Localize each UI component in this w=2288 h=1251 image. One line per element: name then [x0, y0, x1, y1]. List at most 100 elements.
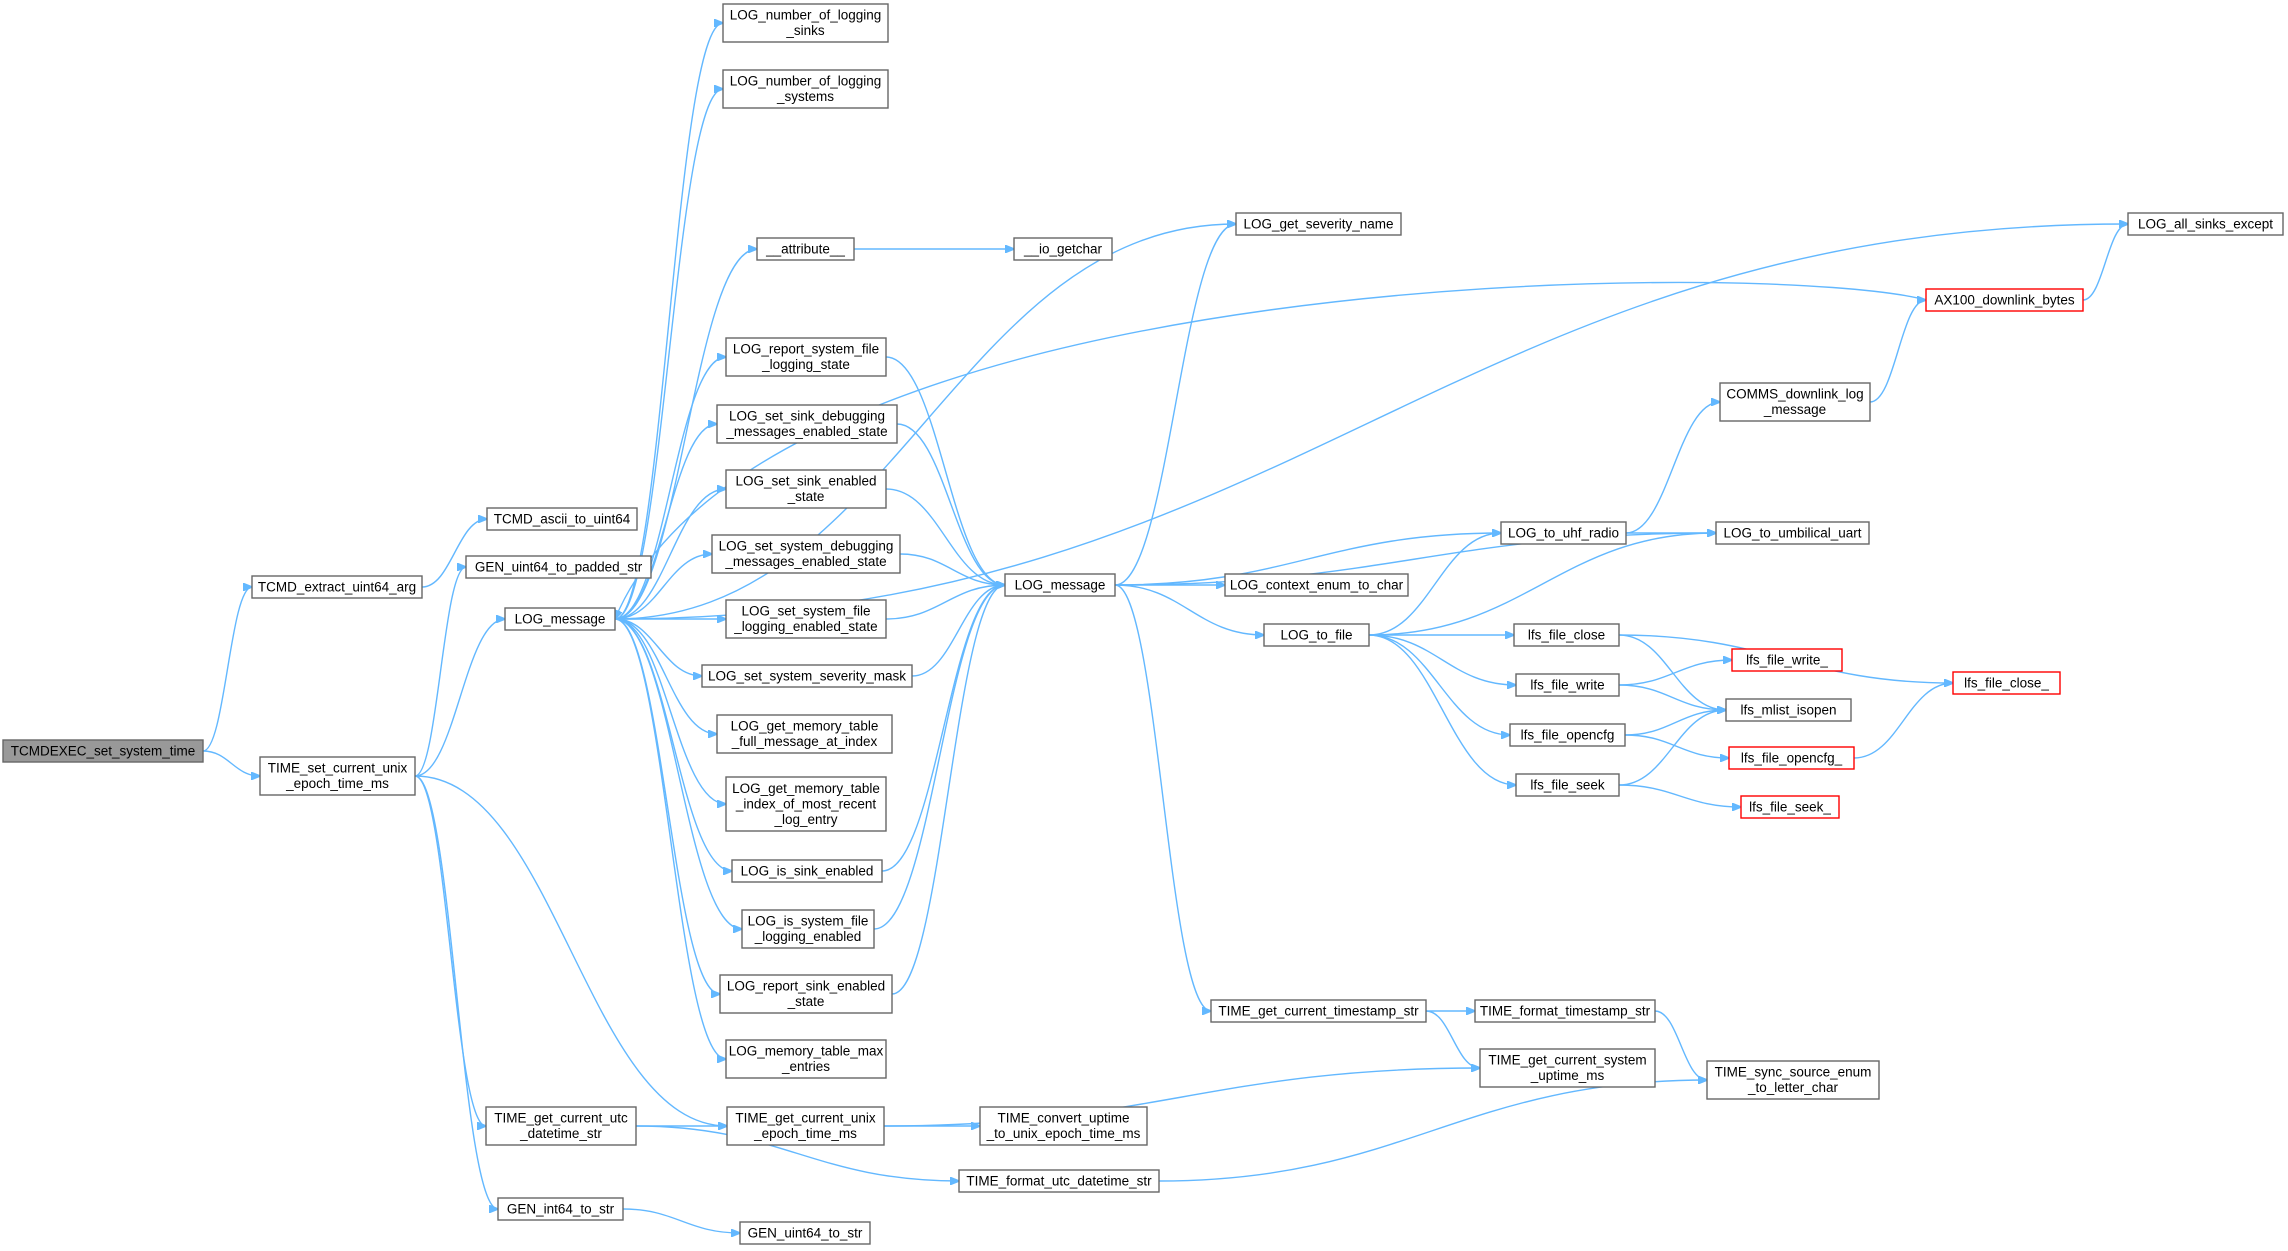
node-label: TIME_get_current_system: [1488, 1053, 1646, 1068]
edge-log_msg1-to-log_set_sev: [614, 618, 702, 676]
node-log-set-sys-file[interactable]: LOG_set_system_file_logging_enabled_stat…: [725, 599, 887, 639]
node-gen-int64[interactable]: GEN_int64_to_str: [497, 1197, 624, 1221]
node-label: _log_entry: [773, 812, 837, 827]
edge-log_msg2-to-time_ts_str: [1114, 584, 1211, 1011]
node-box: [725, 469, 887, 509]
node-log-report-sysfile[interactable]: LOG_report_system_file_logging_state: [725, 337, 887, 377]
node-label: TIME_get_current_utc: [494, 1111, 628, 1126]
node-lfs-close[interactable]: lfs_file_close: [1513, 623, 1620, 647]
edge-time_set-to-gen_int64: [414, 775, 498, 1209]
node-label: lfs_file_seek: [1530, 777, 1605, 792]
node-box: [731, 859, 883, 883]
node-label: _datetime_str: [519, 1126, 602, 1141]
node-label: lfs_file_opencfg_: [1741, 750, 1843, 765]
node-tcmd-ascii[interactable]: TCMD_ascii_to_uint64: [486, 507, 638, 531]
node-time-uptime[interactable]: TIME_get_current_system_uptime_ms: [1479, 1048, 1656, 1088]
node-label: _epoch_time_ms: [285, 776, 389, 791]
node-root[interactable]: TCMDEXEC_set_system_time: [2, 739, 204, 763]
node-box: [1210, 999, 1427, 1023]
node-label: _sinks: [785, 23, 825, 38]
node-box: [1263, 623, 1370, 647]
node-time-set[interactable]: TIME_set_current_unix_epoch_time_ms: [259, 756, 416, 796]
node-label: TIME_sync_source_enum: [1715, 1065, 1872, 1080]
node-log-num-systems[interactable]: LOG_number_of_logging_systems: [722, 69, 889, 109]
node-log-to-file[interactable]: LOG_to_file: [1263, 623, 1370, 647]
edge-log_msg1-to-log_set_sink_en: [614, 489, 726, 620]
node-lfs-close-[interactable]: lfs_file_close_: [1952, 671, 2061, 695]
node-box: [1479, 1048, 1656, 1088]
node-time-sync[interactable]: TIME_sync_source_enum_to_letter_char: [1706, 1060, 1880, 1100]
node-time-fmt-utc[interactable]: TIME_format_utc_datetime_str: [958, 1169, 1160, 1193]
node-label: _message: [1763, 402, 1826, 417]
node-label: __io_getchar: [1023, 241, 1103, 256]
node-tcmd-extract[interactable]: TCMD_extract_uint64_arg: [251, 575, 423, 599]
node-log-set-sev[interactable]: LOG_set_system_severity_mask: [701, 664, 913, 688]
node-log-ctx[interactable]: LOG_context_enum_to_char: [1224, 573, 1409, 597]
node-label: LOG_get_severity_name: [1243, 216, 1393, 231]
node-label: LOG_report_sink_enabled: [727, 979, 885, 994]
node-time-utc-str[interactable]: TIME_get_current_utc_datetime_str: [485, 1106, 637, 1146]
node-label: LOG_is_system_file: [748, 914, 869, 929]
node-box: [741, 909, 875, 949]
node-lfs-write-[interactable]: lfs_file_write_: [1731, 648, 1843, 672]
node-log-all-sinks[interactable]: LOG_all_sinks_except: [2127, 212, 2284, 236]
node-ax100[interactable]: AX100_downlink_bytes: [1925, 288, 2084, 312]
node-gen-padded[interactable]: GEN_uint64_to_padded_str: [465, 555, 652, 579]
node-log-mem-max[interactable]: LOG_memory_table_max_entries: [725, 1039, 887, 1079]
node-box: [1952, 671, 2061, 695]
edge-lfs_opencfg_-to-lfs_close_: [1853, 683, 1953, 759]
node-log-is-sysfile[interactable]: LOG_is_system_file_logging_enabled: [741, 909, 875, 949]
node-log-uhf[interactable]: LOG_to_uhf_radio: [1500, 521, 1627, 545]
node-lfs-mlist[interactable]: lfs_mlist_isopen: [1725, 698, 1852, 722]
edge-log_msg1-to-log_all_sinks: [614, 224, 2128, 620]
node-lfs-opencfg[interactable]: lfs_file_opencfg: [1509, 723, 1626, 747]
node-label: _logging_state: [761, 357, 850, 372]
edge-log_msg1-to-log_report_sysfile: [614, 357, 726, 620]
node-label: TIME_set_current_unix: [268, 761, 408, 776]
edge-log_to_file-to-lfs_opencfg: [1368, 634, 1510, 735]
node-io-getchar[interactable]: __io_getchar: [1013, 237, 1113, 261]
node-log-msg1[interactable]: LOG_message: [504, 607, 616, 631]
node-box: [716, 404, 898, 444]
edge-log_to_file-to-lfs_write: [1368, 634, 1516, 685]
node-log-report-sink[interactable]: LOG_report_sink_enabled_state: [719, 974, 893, 1014]
node-layer: TCMDEXEC_set_system_time TCMD_extract_uin…: [2, 3, 2284, 1245]
edge-log_msg1-to-log_mem_max: [614, 618, 726, 1059]
node-box: [722, 3, 889, 43]
node-log-set-sink-dbg[interactable]: LOG_set_sink_debugging_messages_enabled_…: [716, 404, 898, 444]
node-label: LOG_number_of_logging: [730, 8, 882, 23]
node-label: _full_message_at_index: [731, 734, 878, 749]
node-lfs-seek[interactable]: lfs_file_seek: [1515, 773, 1620, 797]
node-lfs-seek-[interactable]: lfs_file_seek_: [1740, 795, 1840, 819]
node-log-num-sinks[interactable]: LOG_number_of_logging_sinks: [722, 3, 889, 43]
node-log-mem-idx[interactable]: LOG_get_memory_table_index_of_most_recen…: [725, 776, 887, 832]
node-time-ts-str[interactable]: TIME_get_current_timestamp_str: [1210, 999, 1427, 1023]
node-log-msg2[interactable]: LOG_message: [1004, 573, 1116, 597]
node-log-set-sys-dbg[interactable]: LOG_set_system_debugging_messages_enable…: [711, 534, 901, 574]
node-log-mem-full[interactable]: LOG_get_memory_table_full_message_at_ind…: [716, 714, 893, 754]
node-log-set-sink-en[interactable]: LOG_set_sink_enabled_state: [725, 469, 887, 509]
node-time-fmt-ts[interactable]: TIME_format_timestamp_str: [1474, 999, 1656, 1023]
node-label: LOG_number_of_logging: [730, 74, 882, 89]
edge-log_to_file-to-log_umb: [1368, 533, 1716, 636]
node-label: _entries: [781, 1059, 830, 1074]
edge-lfs_seek-to-lfs_mlist: [1618, 710, 1726, 786]
node-label: LOG_set_system_debugging: [719, 539, 894, 554]
edge-lfs_write-to-lfs_write_: [1618, 660, 1732, 686]
node-lfs-opencfg-[interactable]: lfs_file_opencfg_: [1728, 746, 1855, 770]
node-log-umb[interactable]: LOG_to_umbilical_uart: [1715, 521, 1870, 545]
node-log-sev-name[interactable]: LOG_get_severity_name: [1235, 212, 1402, 236]
node-label: _to_letter_char: [1747, 1080, 1839, 1095]
node-attribute[interactable]: __attribute__: [756, 237, 855, 261]
node-box: [486, 507, 638, 531]
node-label: LOG_context_enum_to_char: [1230, 577, 1404, 592]
node-box: [1728, 746, 1855, 770]
node-gen-uint64[interactable]: GEN_uint64_to_str: [739, 1221, 871, 1245]
node-log-is-sink[interactable]: LOG_is_sink_enabled: [731, 859, 883, 883]
node-time-get-unix[interactable]: TIME_get_current_unix_epoch_time_ms: [726, 1106, 885, 1146]
node-box: [722, 69, 889, 109]
node-lfs-write[interactable]: lfs_file_write: [1515, 673, 1620, 697]
node-comms-dl[interactable]: COMMS_downlink_log_message: [1719, 382, 1871, 422]
node-time-conv[interactable]: TIME_convert_uptime_to_unix_epoch_time_m…: [979, 1106, 1148, 1146]
